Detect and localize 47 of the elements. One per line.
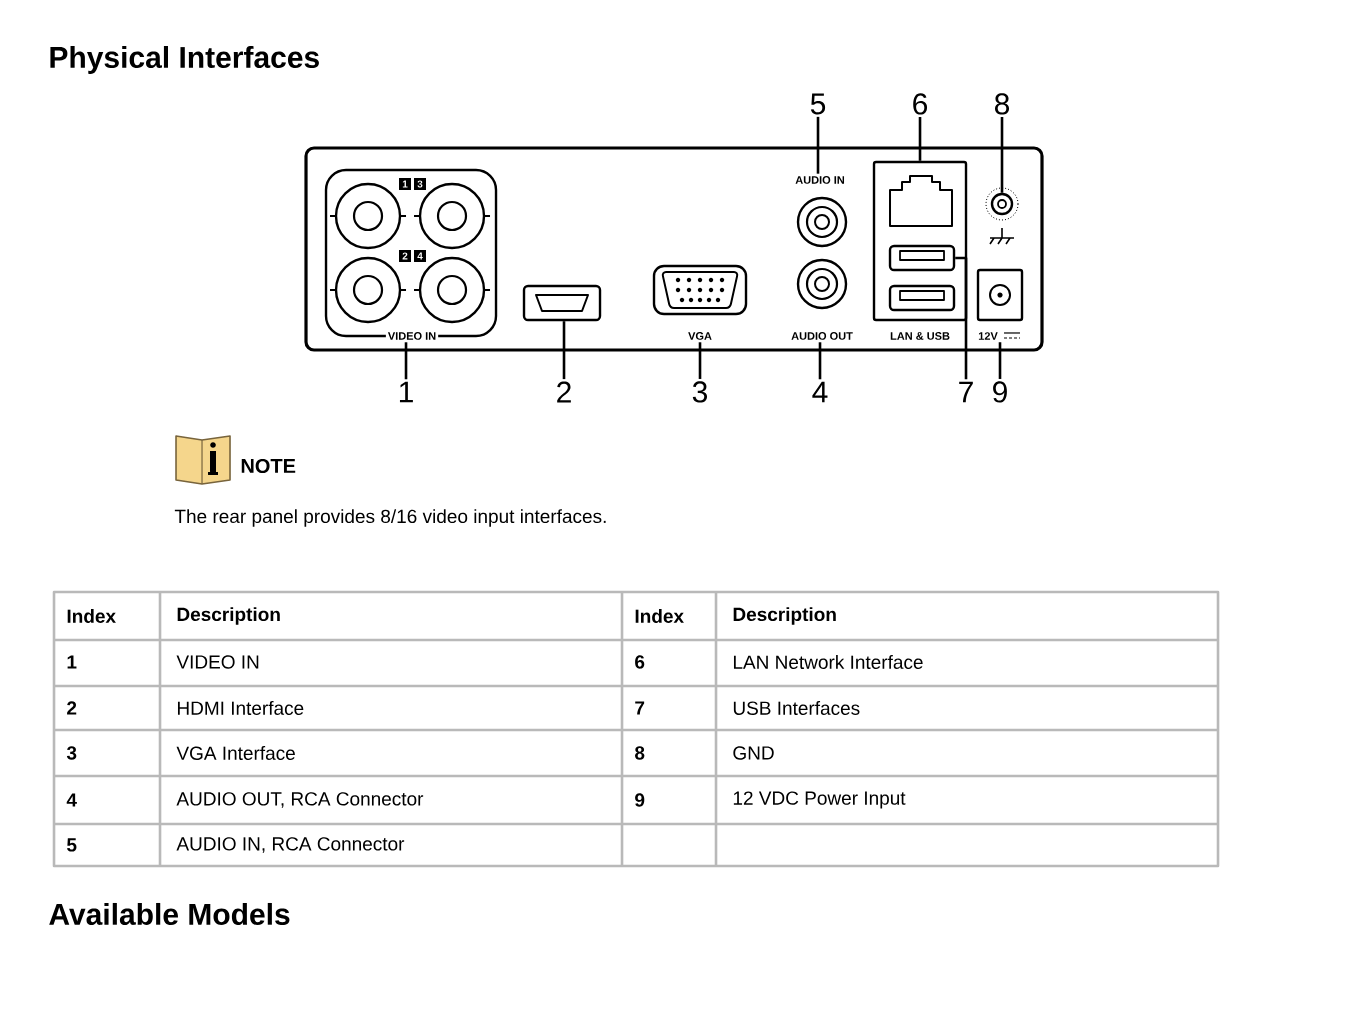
description-text: AUDIO OUT, RCA Connector (176, 792, 424, 808)
description-text: GND (733, 746, 774, 760)
index-number: 2 (67, 701, 77, 715)
index-number: 5 (67, 838, 77, 852)
leader-line (955, 256, 968, 380)
hdmi-port (522, 284, 602, 322)
description-text: LAN Network Interface (734, 655, 923, 669)
callout-number: 7 (959, 381, 973, 403)
column-header: Index (67, 609, 116, 623)
leader-line (404, 342, 408, 380)
usb-port (888, 244, 956, 272)
leader-line (816, 116, 820, 174)
leader-line (562, 321, 566, 380)
description-text: USB Interfaces (733, 701, 860, 715)
column-header: Index (635, 609, 684, 623)
leader-line (998, 342, 1002, 379)
callout-number: 8 (995, 93, 1010, 115)
description-text: HDMI Interface (178, 701, 304, 715)
index-number: 8 (635, 746, 645, 760)
title: Physical Interfaces (50, 46, 319, 74)
callout-number: 6 (913, 93, 928, 115)
leader-line (1000, 117, 1004, 193)
callout-number: 2 (557, 381, 571, 403)
callout-number: 3 (692, 381, 708, 403)
description-text: VIDEO IN (176, 655, 259, 669)
leader-line (698, 342, 702, 379)
index-number: 6 (635, 655, 645, 669)
description-text: AUDIO IN, RCA Connector (176, 837, 405, 853)
callout-number: 1 (399, 381, 413, 403)
index-number: 7 (635, 701, 645, 715)
description-text: 12 VDC Power Input (733, 791, 906, 809)
section-heading: Available Models (49, 902, 290, 925)
description-text: VGA Interface (176, 746, 295, 760)
callout-number: 4 (812, 381, 828, 403)
index-number: 1 (67, 655, 77, 669)
index-number: 4 (66, 793, 77, 807)
column-header: Description (733, 607, 836, 625)
callout-number: 5 (810, 93, 826, 115)
column-header: Description (177, 607, 280, 625)
note-heading: NOTE (241, 458, 296, 474)
note-text: The rear panel provides 8/16 video input interfaces. (174, 509, 606, 527)
index-number: 9 (635, 793, 645, 807)
ground-terminal (985, 187, 1019, 245)
leader-line (818, 342, 822, 380)
callout-number: 9 (993, 381, 1007, 403)
index-number: 3 (66, 746, 77, 760)
leader-line (918, 117, 922, 161)
